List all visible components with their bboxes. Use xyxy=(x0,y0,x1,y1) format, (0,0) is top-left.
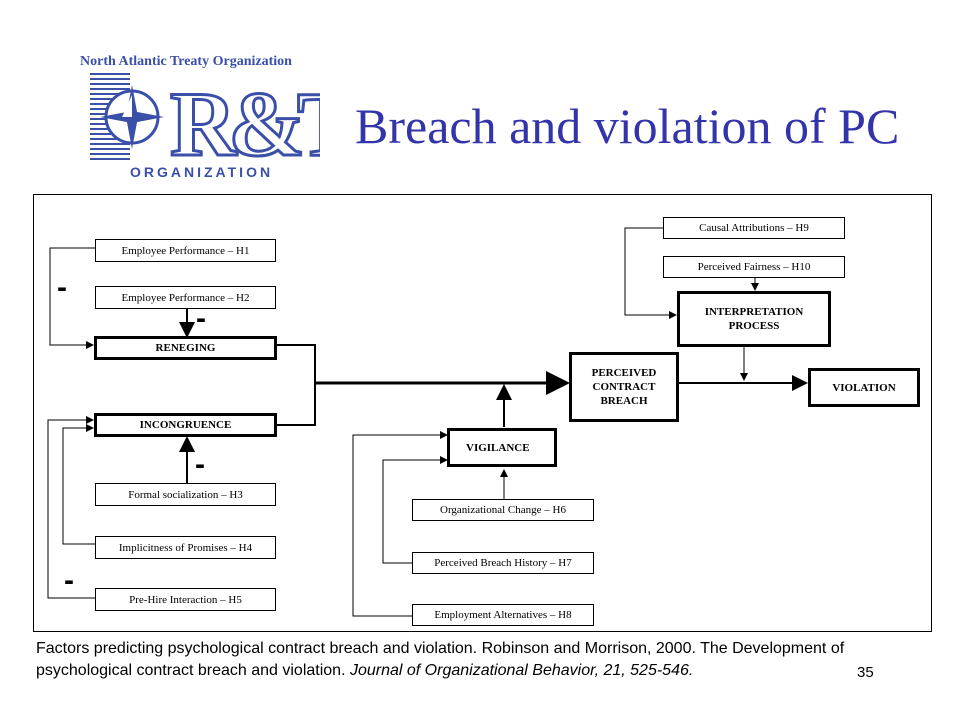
box-causal-attributions-h9: Causal Attributions – H9 xyxy=(663,217,845,239)
box-perceived-fairness-h10: Perceived Fairness – H10 xyxy=(663,256,845,278)
minus-sign-h2: - xyxy=(196,302,206,335)
box-employee-performance-h2: Employee Performance – H2 xyxy=(95,286,276,309)
diagram-frame xyxy=(33,194,932,632)
box-prehire-interaction-h5: Pre-Hire Interaction – H5 xyxy=(95,588,276,611)
slide-title: Breach and violation of PC xyxy=(355,98,900,154)
nato-compass-icon xyxy=(100,85,164,149)
box-violation: VIOLATION xyxy=(808,368,920,407)
logo-monogram: R&T xyxy=(170,73,320,175)
nato-rto-logo: North Atlantic Treaty Organization R&T O… xyxy=(80,54,320,180)
box-perceived-breach-history-h7: Perceived Breach History – H7 xyxy=(412,552,594,574)
logo-bottom-text: ORGANIZATION xyxy=(130,164,273,180)
box-implicitness-h4: Implicitness of Promises – H4 xyxy=(95,536,276,559)
minus-sign-h5: - xyxy=(64,564,74,597)
box-reneging: RENEGING xyxy=(94,336,277,360)
box-organizational-change-h6: Organizational Change – H6 xyxy=(412,499,594,521)
caption-citation: Journal of Organizational Behavior, 21, … xyxy=(349,662,694,679)
minus-sign-h1: - xyxy=(57,271,67,304)
box-vigilance: VIGILANCE xyxy=(447,428,557,467)
box-interpretation-process: INTERPRETATION PROCESS xyxy=(677,291,831,347)
minus-sign-h3: - xyxy=(195,448,205,481)
caption-text: Factors predicting psychological contrac… xyxy=(36,640,845,679)
box-employment-alternatives-h8: Employment Alternatives – H8 xyxy=(412,604,594,626)
figure-caption: Factors predicting psychological contrac… xyxy=(36,638,896,682)
box-formal-socialization-h3: Formal socialization – H3 xyxy=(95,483,276,506)
box-employee-performance-h1: Employee Performance – H1 xyxy=(95,239,276,262)
page-number: 35 xyxy=(857,664,874,681)
box-perceived-contract-breach: PERCEIVED CONTRACT BREACH xyxy=(569,352,679,422)
logo-top-text: North Atlantic Treaty Organization xyxy=(80,54,292,69)
box-incongruence: INCONGRUENCE xyxy=(94,413,277,437)
